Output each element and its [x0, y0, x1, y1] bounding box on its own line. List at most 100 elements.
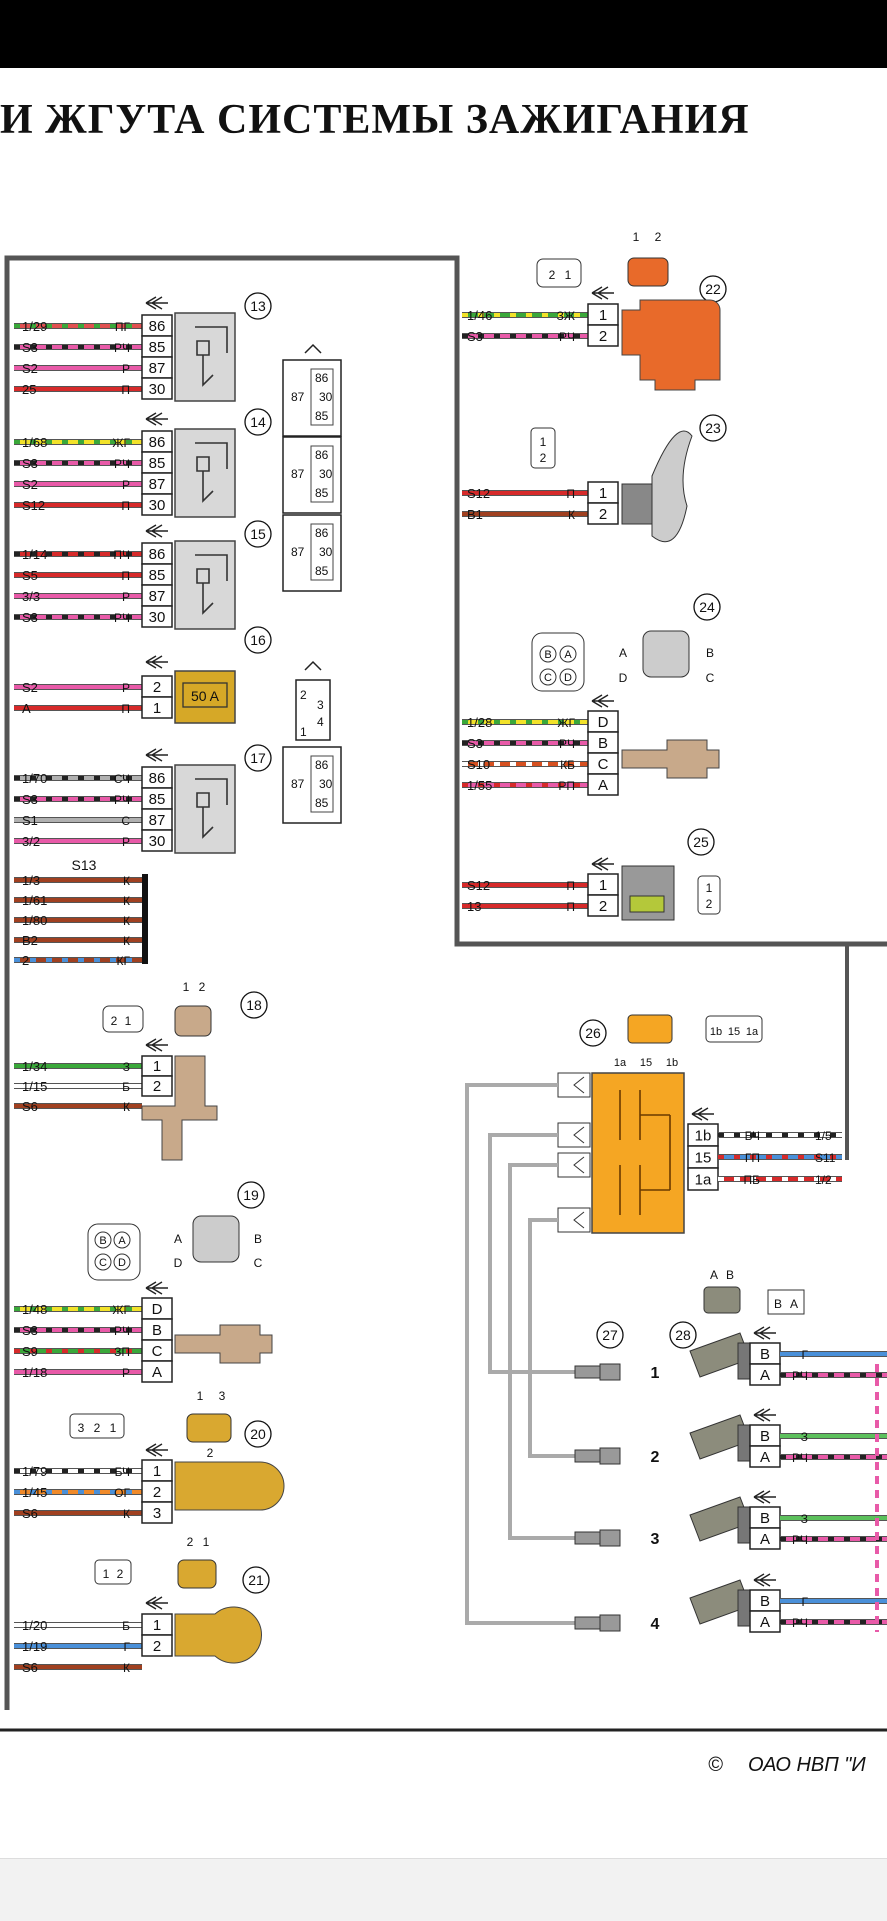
- relay-17-pin-label-0: 86: [149, 770, 166, 787]
- relay-socket-c-inner: [310, 523, 334, 581]
- injector-1-wire-code-0: Г: [802, 1348, 809, 1362]
- relay-15-pin-label-3: 30: [149, 609, 166, 626]
- sensor-20-pin-label-1: 2: [153, 1484, 161, 1501]
- injector-1-neck: [737, 1342, 751, 1380]
- module-26-conn: [705, 1015, 763, 1043]
- module-26-wire-code-1: ГП: [745, 1151, 760, 1165]
- relay-socket-c-pin-3: 85: [315, 564, 329, 578]
- sensor-19-face-pin-3: [113, 1253, 131, 1271]
- sensor-18-top-pin-1: 2: [199, 980, 206, 994]
- sensor-19-wire-label-0: 1/48: [22, 1302, 47, 1317]
- sensor-19-pin-label-1: B: [152, 1322, 162, 1339]
- relay-15-wire-label-2: 3/3: [22, 589, 40, 604]
- sensor-18-body: [141, 1055, 218, 1161]
- sensor-20-wire-code-2: К: [123, 1507, 130, 1521]
- coil-22-conn-pin-1: 1: [565, 268, 572, 282]
- sensor-20-wire-code-1: ОГ: [114, 1486, 130, 1500]
- injector-4-neck: [737, 1589, 751, 1627]
- sensor-21-fork-icon: [145, 1596, 168, 1610]
- sensor-21-wire-code-0: Б: [122, 1619, 130, 1633]
- relay-socket-d-pin-0: 86: [315, 758, 329, 772]
- sensor-19-face2: [192, 1215, 240, 1263]
- sensor-20-wire-label-2: S6: [22, 1506, 38, 1521]
- injector-2-fork-icon: [753, 1408, 776, 1422]
- sensor-20-conn-pin-0: 3: [78, 1421, 85, 1435]
- relay-socket-c-pin-1: 87: [291, 545, 305, 559]
- sensor-19-callout-circle: [237, 1181, 265, 1209]
- sensor-21-callout-number: 21: [248, 1572, 264, 1588]
- sensor-19-pin-label-0: D: [152, 1301, 163, 1318]
- spark-plug-number-2: 2: [651, 1449, 660, 1466]
- relay-socket-b-pin-0: 86: [315, 448, 329, 462]
- valve-25-wire-label-1: 13: [467, 899, 481, 914]
- injectors-28-plug: [703, 1286, 741, 1314]
- relay-15-schematic: [195, 554, 228, 615]
- fan-23-blade: [651, 430, 693, 543]
- injector-3-pin-label-1: A: [760, 1531, 770, 1548]
- injector-2-pin-label-0: B: [760, 1428, 770, 1445]
- ht-lead-3: [528, 1218, 580, 1458]
- sensor-20-pin-label-0: 1: [153, 1463, 161, 1480]
- sensor-21-callout-circle: [242, 1566, 270, 1594]
- sensor-19-wire-label-3: 1/18: [22, 1365, 47, 1380]
- relay-socket-a-pin-1: 87: [291, 390, 305, 404]
- sensor-19-wire-label-1: S3: [22, 1323, 38, 1338]
- injector-2-neck: [737, 1424, 751, 1462]
- fan-23-wire-label-1: B1: [467, 507, 483, 522]
- sensor-21-top-pin-0: 2: [187, 1535, 194, 1549]
- relay-socket-d-frame: [282, 746, 342, 824]
- coil-22-conn-pin-0: 2: [549, 268, 556, 282]
- ground-s13-label: S13: [72, 857, 97, 873]
- valve-25-wire-label-0: S12: [467, 878, 490, 893]
- coil-22-pin-1: [587, 324, 619, 347]
- top-bar: [0, 0, 887, 68]
- sensor-21-wire-label-2: S6: [22, 1660, 38, 1675]
- fan-23-pin-1: [587, 502, 619, 525]
- fan-23-motor: [621, 483, 653, 525]
- sensor-18-conn: [102, 1005, 144, 1033]
- ht-lead-2: [508, 1163, 580, 1540]
- coil-22-body: [621, 299, 721, 391]
- relay-15-callout-circle: [244, 520, 272, 548]
- injector-4-fork-icon: [753, 1573, 776, 1587]
- fan-23-conn: [530, 427, 556, 469]
- sensor-19-face2-label-1: B: [254, 1232, 262, 1246]
- sensor-24-face2-label-2: D: [619, 671, 628, 685]
- relay-socket-a-inner: [310, 368, 334, 426]
- relay-13-pin-label-2: 87: [149, 360, 166, 377]
- relay-13-wire-label-0: 1/29: [22, 319, 47, 334]
- relay-15-wire-code-0: ПЧ: [113, 548, 130, 562]
- sensor-20-bottom-pin: 2: [207, 1446, 214, 1460]
- relay-13-pin-label-1: 85: [149, 339, 166, 356]
- sensor-24-wire-code-2: КБ: [560, 758, 575, 772]
- sensor-21-conn: [94, 1559, 132, 1585]
- relay-13-schematic: [195, 326, 228, 387]
- sensor-21-conn-pin-1: 2: [117, 1567, 124, 1581]
- plugs-27-callout-circle: [596, 1321, 624, 1349]
- module-26-conn-pin-2: 1a: [746, 1026, 759, 1038]
- fuse-socket-pin-0: 2: [300, 688, 307, 702]
- sensor-20-wire-label-0: 1/79: [22, 1464, 47, 1479]
- fuse-16-body: [174, 670, 236, 724]
- ground-s13-wire-code-1: К: [123, 894, 130, 908]
- relay-socket-b-frame: [282, 436, 342, 514]
- coil-22-pin-label-1: 2: [599, 328, 607, 345]
- valve-25-conn-pin-1: 2: [706, 897, 713, 911]
- sensor-18-conn-pin-0: 2: [111, 1014, 118, 1028]
- sensor-19-face-pin-1: [113, 1231, 131, 1249]
- relay-17-wire-label-3: 3/2: [22, 834, 40, 849]
- relay-socket-c-pin-0: 86: [315, 526, 329, 540]
- sensor-19-wire-label-2: S9: [22, 1344, 38, 1359]
- ht-lead-1: [488, 1133, 580, 1374]
- coil-22-pin-label-0: 1: [599, 307, 607, 324]
- ground-s13-wire-label-2: 1/80: [22, 913, 47, 928]
- fuse-16-rating: 50 A: [191, 688, 220, 704]
- relay-13-callout-number: 13: [250, 298, 266, 314]
- relay-17-fork-icon: [145, 748, 168, 762]
- module-26-conn-pin-1: 15: [728, 1026, 740, 1038]
- injector-4-wire-code-1: РЧ: [792, 1616, 808, 1630]
- sensor-24-face-pin-2: [539, 668, 557, 686]
- spark-plug-number-1: 1: [651, 1365, 660, 1382]
- sensor-19-callout-number: 19: [243, 1187, 259, 1203]
- coil-22-top-pin-1: 2: [655, 230, 662, 244]
